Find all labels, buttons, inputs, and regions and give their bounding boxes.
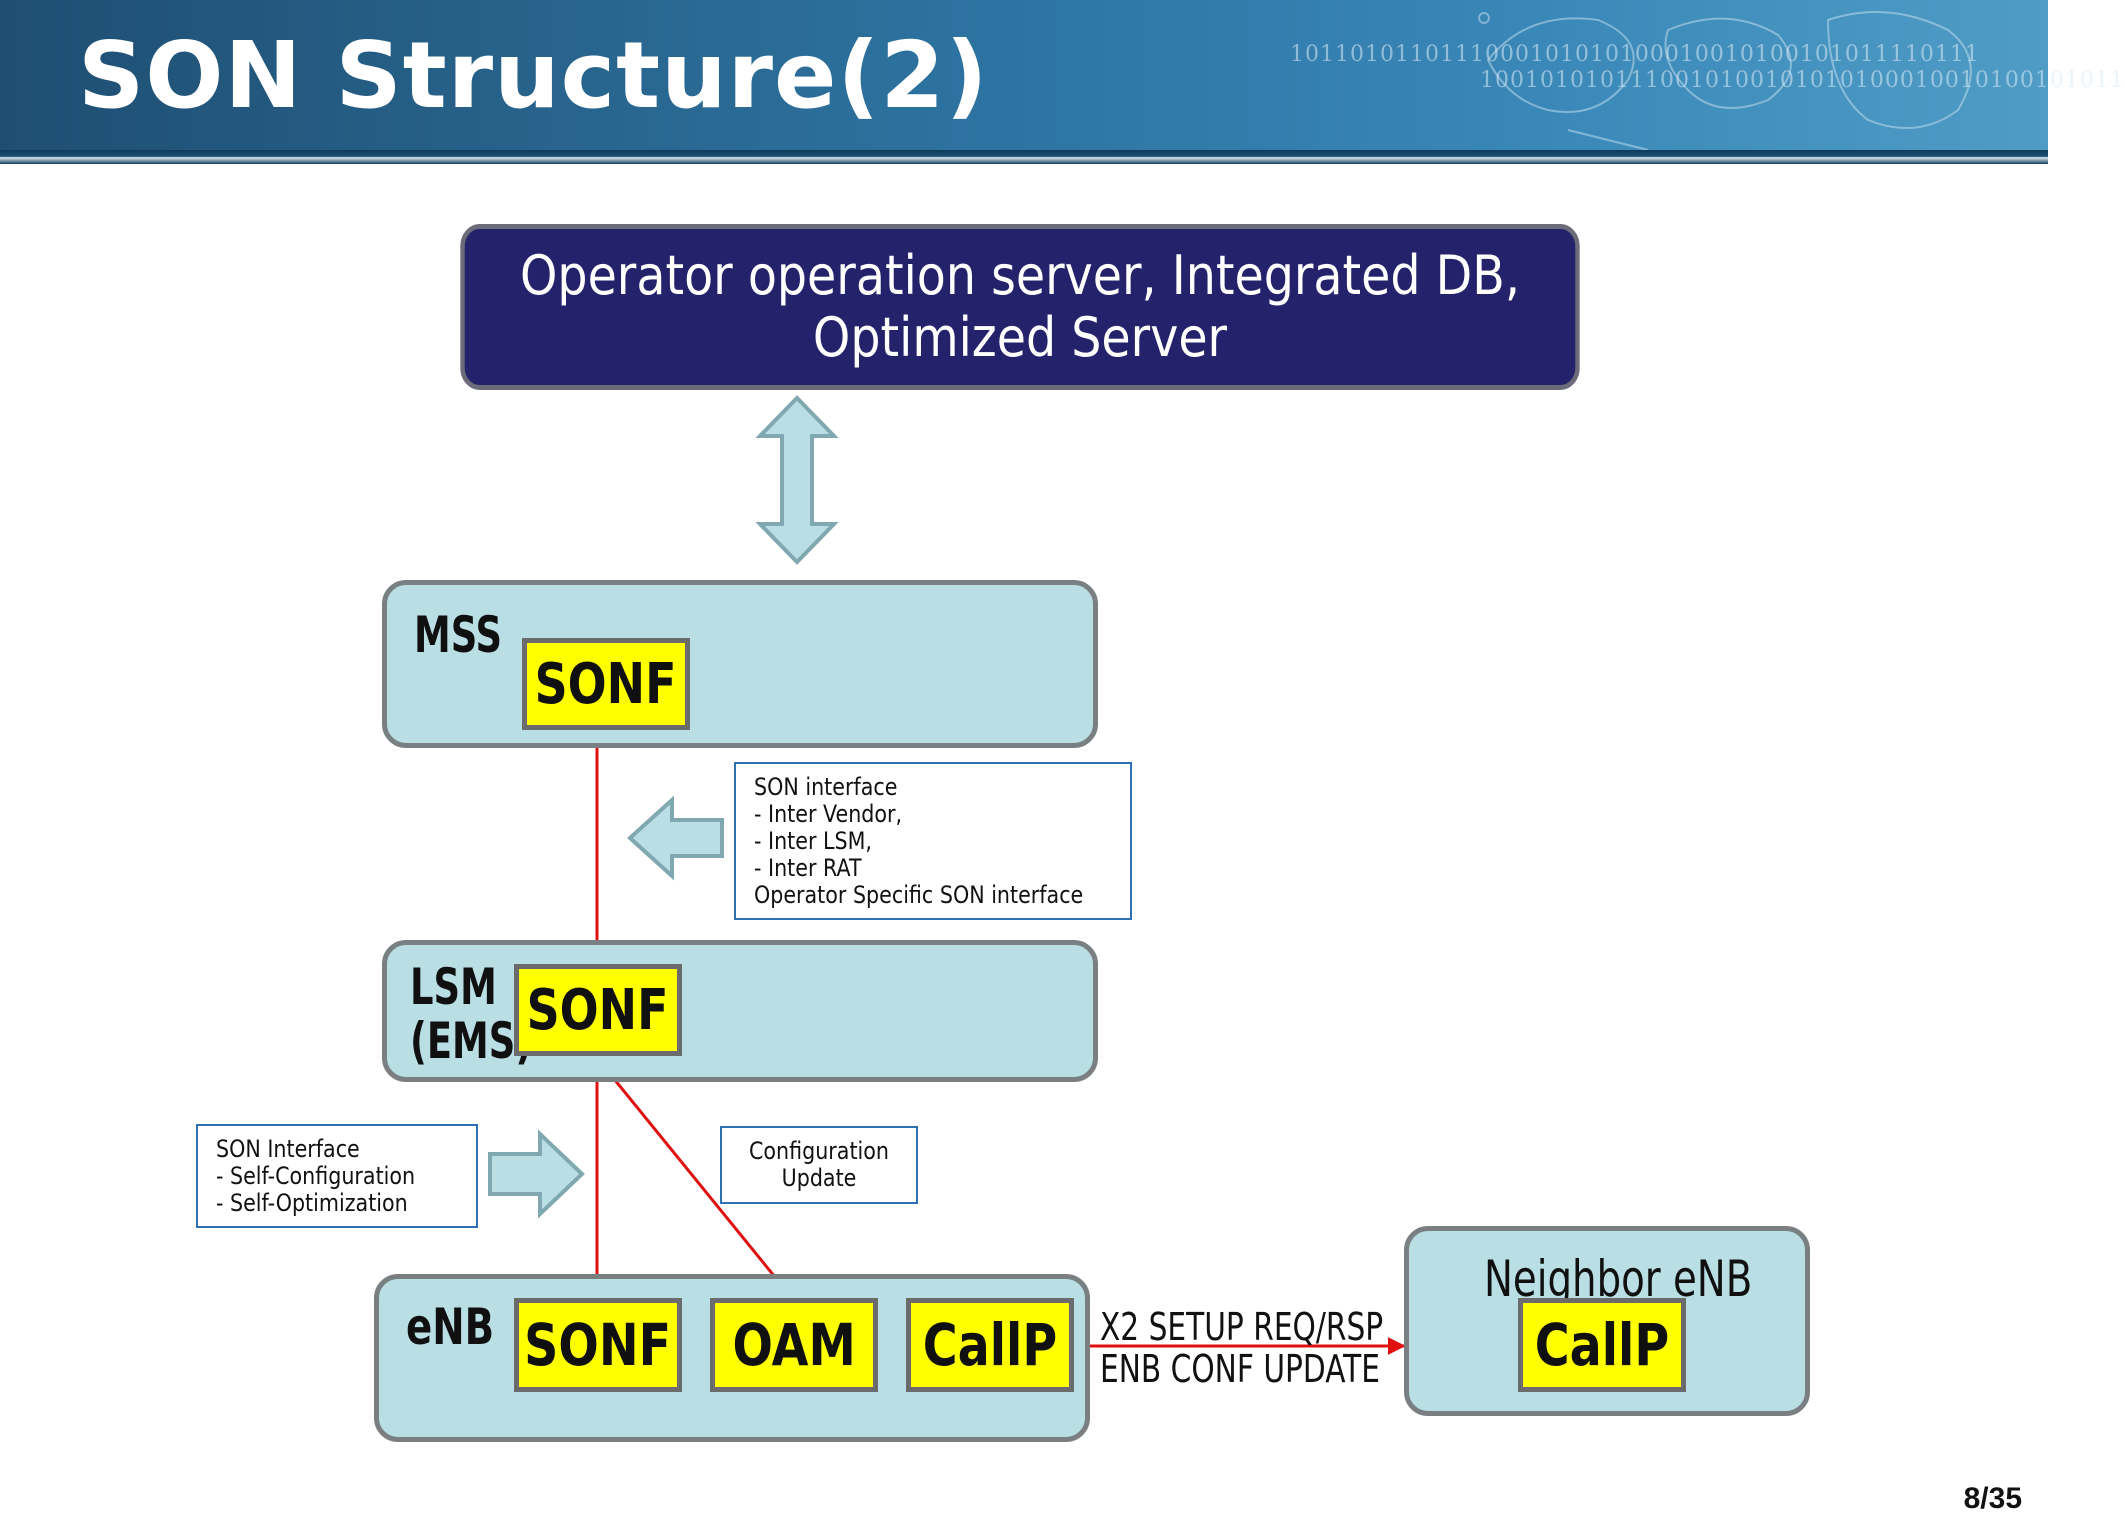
- operator-server-box: Operator operation server, Integrated DB…: [460, 224, 1580, 390]
- son-interface-note-line-1: SON interface: [754, 773, 898, 801]
- configuration-update-line-1: Configuration: [749, 1137, 889, 1165]
- mss-label: MSS: [414, 606, 503, 664]
- lsm-label-line-2: (EMS): [410, 1012, 533, 1070]
- slide-header: 1011010110111000101010100010010100101011…: [0, 0, 2124, 151]
- configuration-update-line-2: Update: [781, 1164, 857, 1192]
- server-mss-double-arrow: [755, 395, 839, 565]
- lsm-node: [382, 940, 1098, 1082]
- enb-label: eNB: [406, 1298, 495, 1356]
- connectors-layer: [488, 395, 1406, 1355]
- lsm-sonf-chip: SONF: [514, 964, 682, 1056]
- enb-callp-text: CallP: [922, 1311, 1058, 1379]
- configuration-update-note: Configuration Update: [720, 1126, 918, 1204]
- son-interface-note-line-2: - Inter Vendor,: [754, 800, 903, 828]
- lsm-label-line-1: LSM: [410, 958, 497, 1016]
- header-binary-line-1: 1011010110111000101010100010010100101011…: [1290, 42, 1980, 67]
- header-divider-band: [0, 150, 2048, 164]
- enb-oam-text: OAM: [732, 1311, 856, 1379]
- enb-oam-chip: OAM: [710, 1298, 878, 1392]
- son-interface-note-line-3: - Inter LSM,: [754, 827, 872, 855]
- mss-sonf-chip: SONF: [522, 638, 690, 730]
- enb-sonf-chip: SONF: [514, 1298, 682, 1392]
- son-interface-note: SON interface - Inter Vendor, - Inter LS…: [734, 762, 1132, 920]
- son-interface-left-arrow: [627, 795, 724, 881]
- enb-callp-chip: CallP: [906, 1298, 1074, 1392]
- son-interface-right-arrow: [488, 1129, 585, 1219]
- son-interface-note2-line-3: - Self-Optimization: [216, 1189, 408, 1217]
- x2-messages: X2 SETUP REQ/RSP ENB CONF UPDATE: [1100, 1306, 1463, 1390]
- page-number: 8/35: [1963, 1482, 2022, 1515]
- son-interface-note-line-5: Operator Specific SON interface: [754, 881, 1084, 909]
- son-interface-note2-line-2: - Self-Configuration: [216, 1162, 416, 1190]
- lsm-enb-oam-link: [595, 1056, 794, 1300]
- x2-message-line-1: X2 SETUP REQ/RSP: [1100, 1305, 1384, 1349]
- operator-server-line-1: Operator operation server, Integrated DB…: [520, 244, 1520, 307]
- mss-node: [382, 580, 1098, 748]
- neighbor-enb-callp-text: CallP: [1534, 1311, 1670, 1379]
- son-interface-note2-line-1: SON Interface: [216, 1135, 360, 1163]
- world-map-watermark-icon: [1478, 11, 1972, 151]
- lsm-sonf-text: SONF: [527, 977, 669, 1043]
- son-interface-note-2: SON Interface - Self-Configuration - Sel…: [196, 1124, 478, 1228]
- slide-title: SON Structure(2): [78, 22, 989, 129]
- neighbor-enb-callp-chip: CallP: [1518, 1298, 1686, 1392]
- x2-message-line-2: ENB CONF UPDATE: [1100, 1347, 1381, 1391]
- operator-server-line-2: Optimized Server: [812, 306, 1228, 369]
- enb-sonf-text: SONF: [524, 1311, 672, 1379]
- son-interface-note-line-4: - Inter RAT: [754, 854, 862, 882]
- mss-sonf-text: SONF: [535, 651, 677, 717]
- header-binary-line-2: 1001010101110010100101010100010010100101…: [1480, 68, 2125, 93]
